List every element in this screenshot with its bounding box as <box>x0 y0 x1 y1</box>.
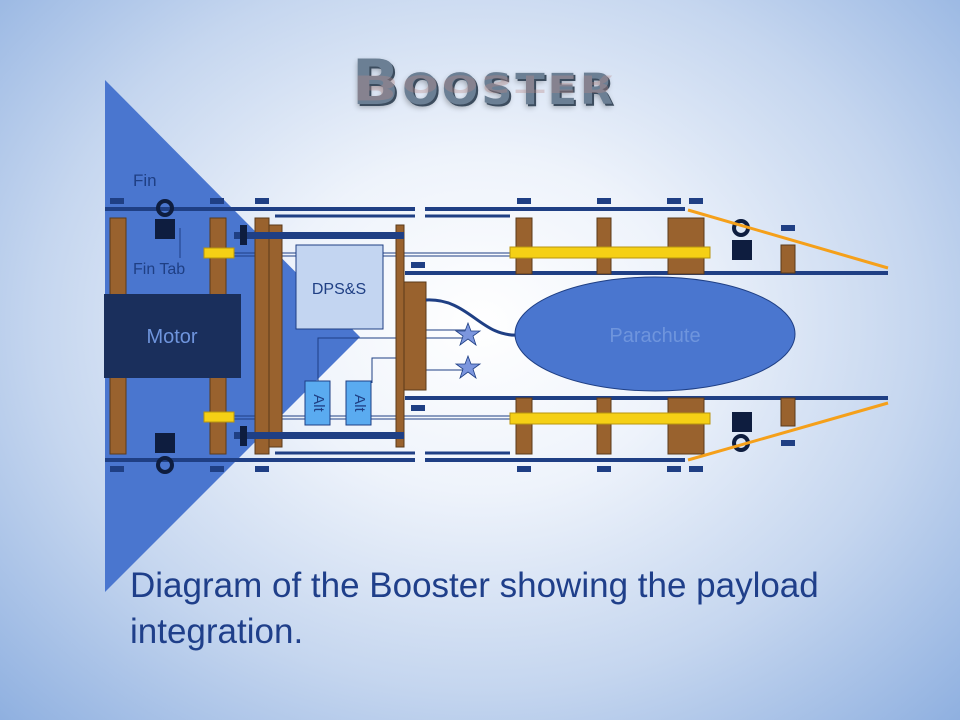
motor-label: Motor <box>146 326 197 348</box>
wooden-studs <box>109 217 796 455</box>
fin-tab-markers <box>155 219 752 453</box>
bottom-rails <box>105 396 888 462</box>
altimeter-1 <box>304 380 331 426</box>
altimeter-1-label: Alt <box>310 394 327 412</box>
altimeter-2 <box>345 380 372 426</box>
fin-tab-label: Fin Tab <box>133 261 185 278</box>
ejection-charge-star-2 <box>454 354 482 380</box>
dps-label: DPS&S <box>312 281 366 298</box>
fin-label: Fin <box>133 171 157 190</box>
shock-cord <box>425 298 521 337</box>
shroud-lines <box>687 208 889 462</box>
parachute <box>514 276 796 392</box>
parachute-label: Parachute <box>609 325 700 347</box>
rail-clips <box>110 198 795 472</box>
slide-title: Booster <box>352 46 617 119</box>
altimeter-2-label: Alt <box>351 394 368 412</box>
slide-caption: Diagram of the Booster showing the paylo… <box>130 566 819 651</box>
motor-block <box>104 294 241 378</box>
threaded-rods <box>203 246 711 425</box>
bulkhead-bars <box>234 225 404 446</box>
rail-rings <box>156 199 750 474</box>
ejection-charge-star-1 <box>454 321 482 347</box>
dps-box <box>295 244 384 330</box>
